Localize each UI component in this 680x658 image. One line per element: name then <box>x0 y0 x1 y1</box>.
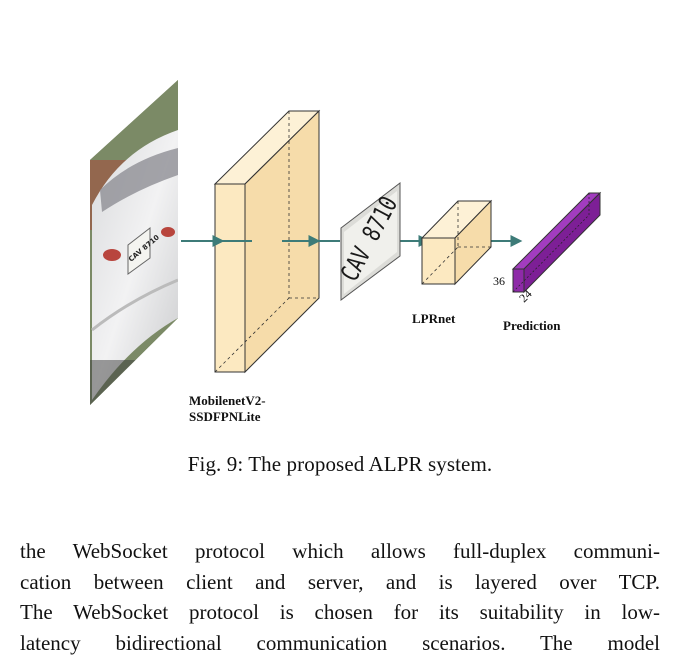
label-lprnet: LPRnet <box>412 311 456 326</box>
label-detector-line1: MobilenetV2- <box>189 393 266 408</box>
body-line: The WebSocket protocol is chosen for its… <box>20 597 660 628</box>
label-detector-line2: SSDFPNLite <box>189 409 261 424</box>
prediction-tensor <box>513 193 600 292</box>
body-line: cation between client and server, and is… <box>20 567 660 598</box>
lprnet-block <box>422 201 491 284</box>
label-dim-height: 36 <box>493 274 505 288</box>
body-line: the WebSocket protocol which allows full… <box>20 536 660 567</box>
body-paragraph: the WebSocket protocol which allows full… <box>20 536 660 658</box>
input-car-image: CAV 8710 <box>88 78 180 420</box>
figure-caption: Fig. 9: The proposed ALPR system. <box>0 452 680 477</box>
body-line: latency bidirectional communication scen… <box>20 628 660 658</box>
alpr-figure: CAV 8710 CAV 8710 <box>0 0 680 440</box>
label-prediction: Prediction <box>503 318 561 333</box>
cropped-plate-image: CAV 8710 <box>336 183 404 300</box>
